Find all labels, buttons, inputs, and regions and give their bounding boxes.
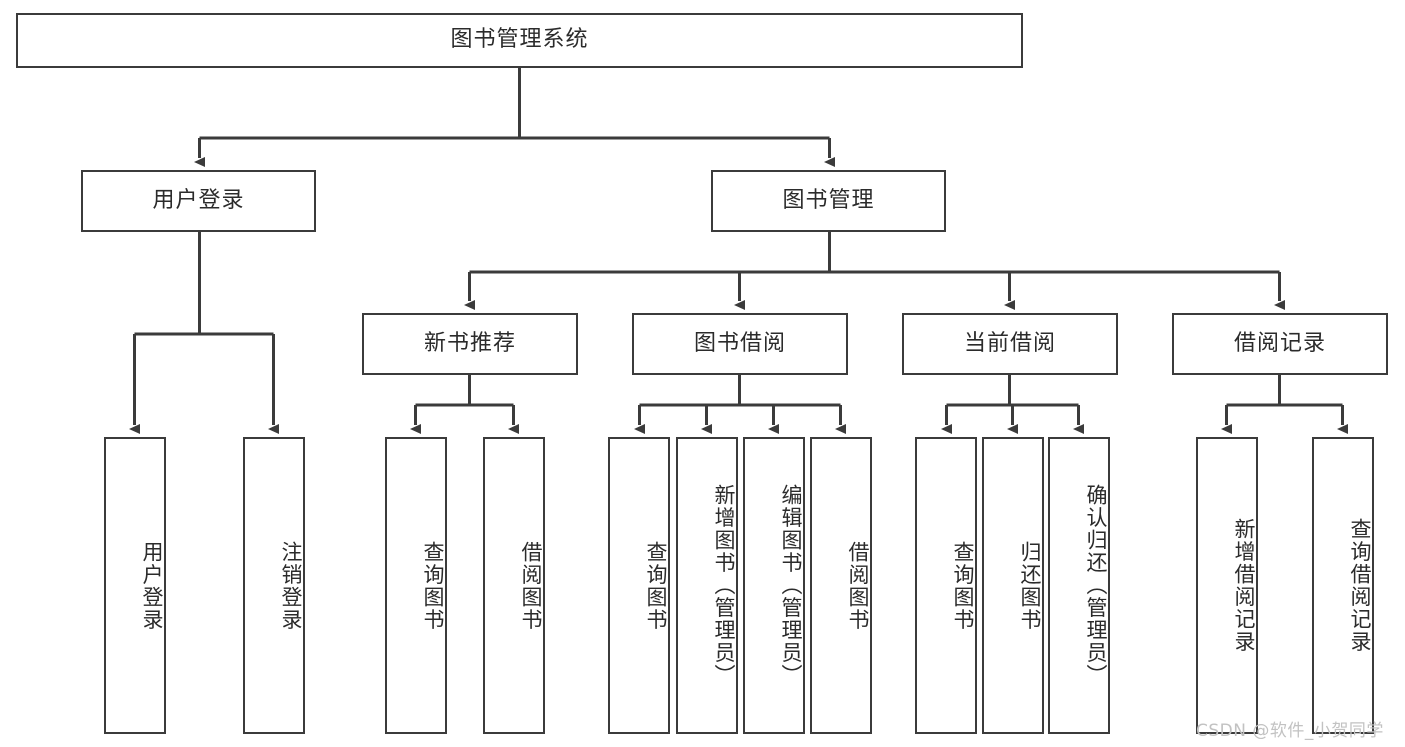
leaf-borrow-book-recommend-label: 借阅图书: [519, 540, 543, 631]
node-new-book-recommend-label: 新书推荐: [423, 330, 516, 356]
leaf-borrow-book[interactable]: 借阅图书: [810, 437, 872, 734]
node-new-book-recommend[interactable]: 新书推荐: [362, 313, 578, 375]
leaf-query-book-borrow[interactable]: 查询图书: [608, 437, 670, 734]
leaf-user-login[interactable]: 用户登录: [104, 437, 166, 734]
leaf-confirm-return-admin-label: 确认归还（管理员）: [1084, 484, 1108, 687]
node-current-borrow[interactable]: 当前借阅: [902, 313, 1118, 375]
node-book-management[interactable]: 图书管理: [711, 170, 946, 232]
csdn-watermark-text: CSDN @软件_小贺同学: [1196, 721, 1384, 741]
leaf-borrow-book-recommend[interactable]: 借阅图书: [483, 437, 545, 734]
leaf-logout-label: 注销登录: [279, 540, 303, 631]
leaf-query-book-borrow-label: 查询图书: [644, 540, 668, 631]
leaf-query-book-current-label: 查询图书: [951, 540, 975, 631]
node-current-borrow-label: 当前借阅: [963, 330, 1056, 356]
node-root-label: 图书管理系统: [450, 27, 589, 53]
node-book-management-label: 图书管理: [782, 187, 875, 213]
node-borrow-record[interactable]: 借阅记录: [1172, 313, 1388, 375]
leaf-user-login-label: 用户登录: [140, 540, 164, 631]
leaf-add-book-admin[interactable]: 新增图书（管理员）: [676, 437, 738, 734]
csdn-watermark: CSDN @软件_小贺同学: [1196, 716, 1384, 741]
leaf-return-book-label: 归还图书: [1018, 540, 1042, 631]
leaf-borrow-book-label: 借阅图书: [846, 540, 870, 631]
node-user-login-label: 用户登录: [152, 187, 245, 213]
leaf-add-book-admin-label: 新增图书（管理员）: [712, 484, 736, 687]
leaf-edit-book-admin-label: 编辑图书（管理员）: [779, 484, 803, 687]
leaf-query-borrow-record[interactable]: 查询借阅记录: [1312, 437, 1374, 734]
leaf-add-borrow-record[interactable]: 新增借阅记录: [1196, 437, 1258, 734]
leaf-edit-book-admin[interactable]: 编辑图书（管理员）: [743, 437, 805, 734]
node-book-borrow-label: 图书借阅: [693, 330, 786, 356]
leaf-query-book-current[interactable]: 查询图书: [915, 437, 977, 734]
leaf-query-book-recommend[interactable]: 查询图书: [385, 437, 447, 734]
node-user-login[interactable]: 用户登录: [81, 170, 316, 232]
leaf-return-book[interactable]: 归还图书: [982, 437, 1044, 734]
leaf-add-borrow-record-label: 新增借阅记录: [1232, 518, 1256, 653]
leaf-query-borrow-record-label: 查询借阅记录: [1348, 518, 1372, 653]
leaf-confirm-return-admin[interactable]: 确认归还（管理员）: [1048, 437, 1110, 734]
leaf-query-book-recommend-label: 查询图书: [421, 540, 445, 631]
node-borrow-record-label: 借阅记录: [1233, 330, 1326, 356]
leaf-logout[interactable]: 注销登录: [243, 437, 305, 734]
node-root[interactable]: 图书管理系统: [16, 13, 1023, 68]
node-book-borrow[interactable]: 图书借阅: [632, 313, 848, 375]
